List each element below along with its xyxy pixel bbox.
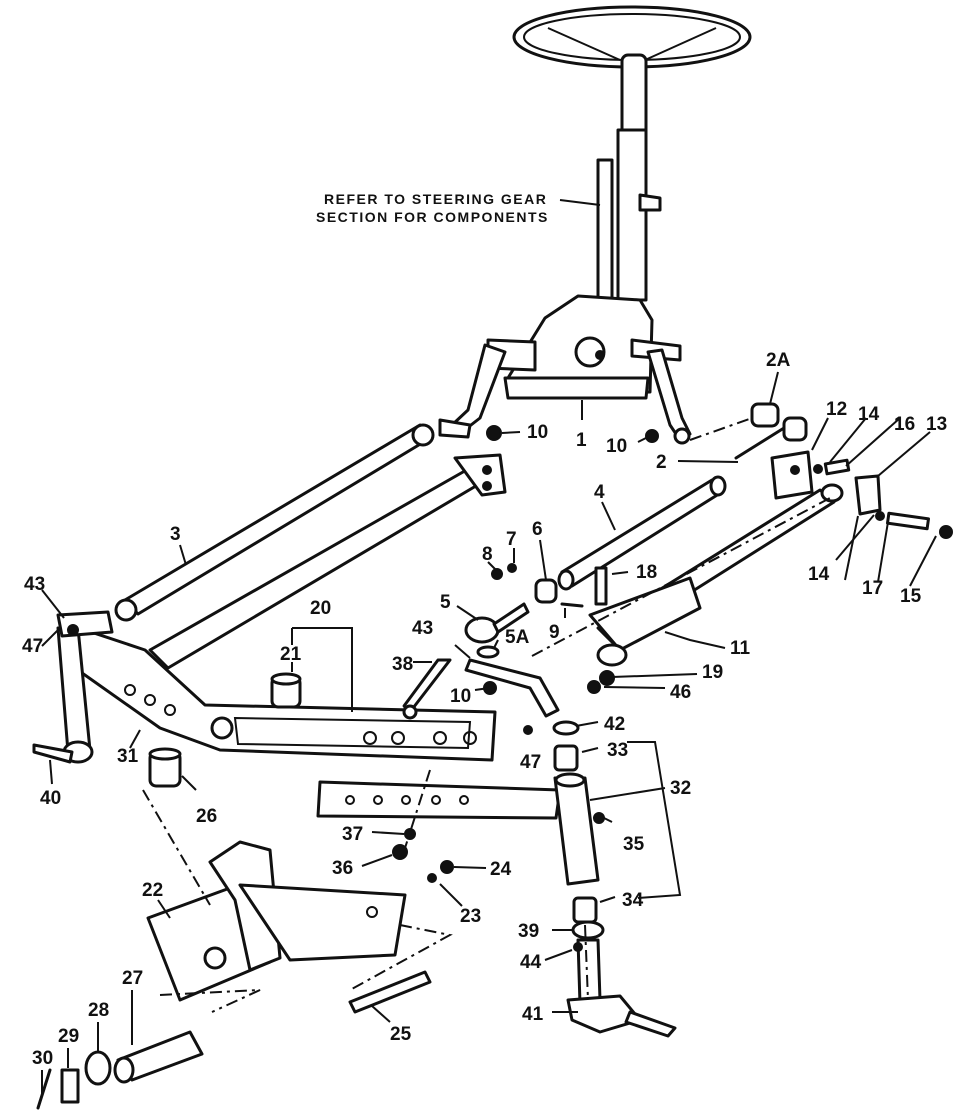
steering-column bbox=[596, 53, 662, 302]
callout-3: 3 bbox=[170, 524, 181, 545]
callout-26: 26 bbox=[196, 806, 217, 827]
callout-28: 28 bbox=[88, 1000, 109, 1021]
callout-40: 40 bbox=[40, 788, 61, 809]
steering-wheel bbox=[512, 5, 752, 69]
callout-39: 39 bbox=[518, 921, 539, 942]
steering-gear-housing bbox=[486, 294, 682, 400]
callout-42: 42 bbox=[604, 714, 625, 735]
callout-20: 20 bbox=[310, 598, 331, 619]
callout-41: 41 bbox=[522, 1004, 544, 1025]
callout-11: 11 bbox=[730, 638, 751, 659]
leader-lines bbox=[41, 199, 937, 1094]
callout-29: 29 bbox=[58, 1026, 79, 1047]
bushing-21 bbox=[270, 672, 302, 709]
callout-5a: 5A bbox=[505, 627, 530, 648]
callout-10-right: 10 bbox=[606, 436, 627, 457]
callout-7: 7 bbox=[506, 529, 517, 550]
callout-31: 31 bbox=[117, 746, 139, 767]
callout-24: 24 bbox=[490, 859, 512, 880]
callout-23: 23 bbox=[460, 906, 481, 927]
callout-18: 18 bbox=[636, 562, 657, 583]
callout-9: 9 bbox=[549, 622, 560, 643]
callout-43-mid: 43 bbox=[412, 618, 433, 639]
callout-14-bottom: 14 bbox=[808, 564, 830, 585]
callout-12: 12 bbox=[826, 399, 847, 420]
socket-block-12 bbox=[770, 450, 814, 500]
callout-38: 38 bbox=[392, 654, 413, 675]
drag-link-right bbox=[588, 483, 844, 667]
plate-29 bbox=[60, 1068, 80, 1104]
washer-42 bbox=[552, 720, 580, 736]
callout-5: 5 bbox=[440, 592, 451, 613]
callout-46: 46 bbox=[670, 682, 691, 703]
callout-30: 30 bbox=[32, 1048, 53, 1069]
callout-43-left: 43 bbox=[24, 574, 45, 595]
callout-32: 32 bbox=[670, 778, 691, 799]
callout-27: 27 bbox=[122, 968, 143, 989]
callout-21: 21 bbox=[280, 644, 302, 665]
clamp-6 bbox=[534, 578, 558, 604]
front-axle-center-beam bbox=[68, 623, 497, 762]
callout-2a: 2A bbox=[766, 350, 791, 371]
bolt-9 bbox=[560, 602, 584, 608]
bolt-25 bbox=[348, 970, 432, 1014]
callout-37: 37 bbox=[342, 824, 363, 845]
callout-2: 2 bbox=[656, 452, 667, 473]
arm-43 bbox=[464, 658, 560, 718]
drag-link-left bbox=[114, 418, 472, 622]
callout-14-top: 14 bbox=[858, 404, 880, 425]
radius-rod bbox=[148, 453, 507, 670]
note-line-1: REFER TO STEERING GEAR bbox=[324, 191, 547, 207]
callout-22: 22 bbox=[142, 880, 163, 901]
callout-44: 44 bbox=[520, 952, 542, 973]
bolt-38 bbox=[402, 658, 452, 720]
note-line-2: SECTION FOR COMPONENTS bbox=[316, 209, 549, 225]
callout-34: 34 bbox=[622, 890, 644, 911]
plate-28 bbox=[84, 1050, 112, 1086]
callout-47-left: 47 bbox=[22, 636, 43, 657]
center-lines bbox=[142, 417, 831, 1013]
callout-6: 6 bbox=[532, 519, 543, 540]
spring-18 bbox=[594, 566, 608, 606]
callout-labels: 1 2 2A 3 4 5 5A 6 7 8 9 10 10 10 11 12 1… bbox=[22, 350, 947, 1069]
callout-25: 25 bbox=[390, 1024, 412, 1045]
tie-rod-tube-4 bbox=[557, 475, 727, 591]
callout-47-mid: 47 bbox=[520, 752, 541, 773]
axle-extension-left bbox=[56, 610, 114, 764]
pitman-arms bbox=[450, 343, 692, 445]
callout-16: 16 bbox=[894, 414, 915, 435]
callout-10-mid: 10 bbox=[450, 686, 471, 707]
ball-socket-2a bbox=[734, 402, 808, 460]
callout-36: 36 bbox=[332, 858, 353, 879]
axle-bolt-holes bbox=[124, 684, 477, 745]
spindle-41 bbox=[566, 938, 677, 1038]
axle-extension-right bbox=[316, 772, 600, 886]
callout-4: 4 bbox=[594, 482, 605, 503]
spindle-40 bbox=[32, 743, 74, 764]
bolt-30 bbox=[36, 1068, 52, 1110]
thrust-bearing-39 bbox=[571, 920, 605, 940]
callout-1: 1 bbox=[576, 430, 587, 451]
callout-15: 15 bbox=[900, 586, 922, 607]
spindle-bushings-33-34 bbox=[553, 744, 598, 924]
bushing-26 bbox=[148, 747, 182, 788]
bracket-13 bbox=[854, 474, 882, 516]
ball-stud-5 bbox=[464, 602, 530, 659]
pin-27 bbox=[113, 1030, 204, 1084]
callout-35: 35 bbox=[623, 834, 645, 855]
callout-10-top: 10 bbox=[527, 422, 548, 443]
callout-19: 19 bbox=[702, 662, 723, 683]
callout-13: 13 bbox=[926, 414, 947, 435]
spring-16 bbox=[823, 458, 851, 476]
callout-8: 8 bbox=[482, 544, 493, 565]
callout-17: 17 bbox=[862, 578, 883, 599]
callout-33: 33 bbox=[607, 740, 628, 761]
spring-17 bbox=[885, 511, 931, 531]
front-support-22 bbox=[146, 840, 407, 1002]
